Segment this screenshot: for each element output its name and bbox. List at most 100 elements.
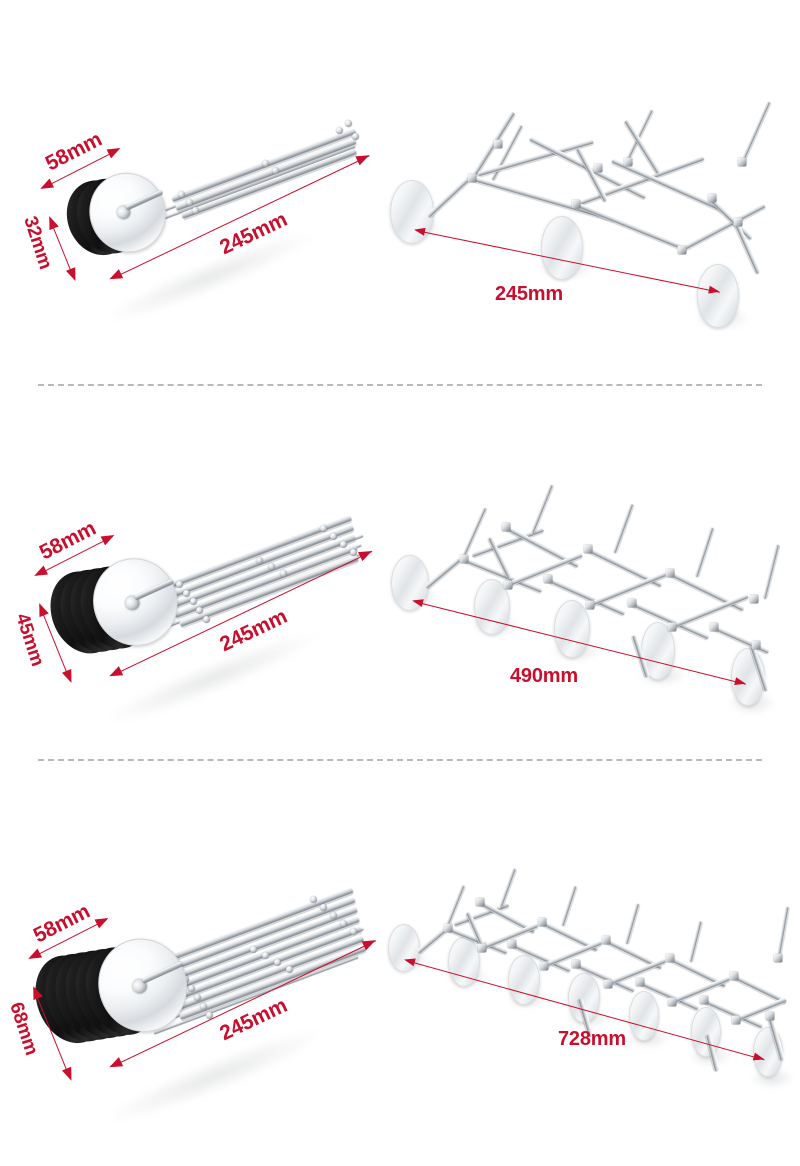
cutting-blade [554, 600, 590, 658]
pivot-joint [667, 997, 677, 1007]
pivot-joint [749, 594, 759, 604]
cutting-blade [629, 991, 659, 1041]
rivet [186, 199, 193, 206]
pivot-joint [539, 961, 549, 971]
rivet [320, 904, 327, 911]
pivot-joint [571, 199, 581, 209]
lattice-link [733, 221, 762, 275]
lattice-link [612, 503, 634, 554]
rivet [262, 952, 269, 959]
pivot-joint [537, 917, 547, 927]
lattice-link [575, 202, 687, 252]
pivot-joint [751, 640, 761, 650]
rivet [256, 557, 263, 564]
expanded-tool-5-wheel: 490mm [380, 385, 800, 760]
pivot-joint [601, 935, 611, 945]
pivot-joint [603, 979, 613, 989]
pivot-joint [475, 897, 485, 907]
expanded-tool-7-wheel: 728mm [380, 760, 800, 1166]
lattice-link [424, 557, 462, 590]
lattice-link [762, 544, 780, 600]
pivot-joint [665, 953, 675, 963]
rivet [310, 896, 317, 903]
lattice-link [776, 906, 789, 959]
rivet [350, 928, 357, 935]
rivet [206, 1012, 213, 1019]
pivot-joint [543, 574, 553, 584]
pivot-joint [665, 568, 675, 578]
rivet [350, 549, 357, 556]
section-divider [38, 384, 762, 386]
folded-tool-7-wheel: 58mm 68mm 245mm [0, 760, 400, 1166]
expanded-tool-3-wheel: 245mm [380, 0, 800, 385]
rivet [178, 191, 185, 198]
folded-tool-5-wheel: 58mm 45mm 245mm [0, 385, 400, 760]
cutting-blade [388, 924, 420, 972]
cutting-blade [541, 216, 583, 280]
lattice-link [688, 920, 703, 963]
rivet [340, 541, 347, 548]
pivot-joint [733, 217, 743, 227]
rivet [286, 966, 293, 973]
rivet [196, 607, 203, 614]
dimension-label-span-3: 245mm [495, 283, 563, 305]
section-divider [38, 759, 762, 761]
rivet [330, 533, 337, 540]
folded-tool-3-wheel: 58mm 32mm 245mm [0, 0, 400, 385]
pivot-joint [773, 953, 783, 963]
lattice-link [668, 571, 745, 612]
rivet [188, 985, 195, 992]
lattice-link [416, 927, 448, 955]
pivot-joint [707, 193, 717, 203]
rivet [250, 946, 257, 953]
dimension-label-span-7: 728mm [558, 1028, 626, 1050]
rivet [194, 994, 201, 1001]
pivot-joint [459, 554, 469, 564]
lattice-link [560, 885, 577, 927]
cutting-blade [691, 1007, 721, 1057]
variant-section-3-wheel: 58mm 32mm 245mm [0, 0, 800, 385]
lattice-link [740, 100, 771, 163]
rivet [190, 598, 197, 605]
rivet [268, 563, 275, 570]
dimension-label-height-5: 45mm [11, 610, 48, 669]
pivot-joint [507, 939, 517, 949]
pivot-joint [501, 522, 511, 532]
rivet [200, 1003, 207, 1010]
pivot-joint [627, 598, 637, 608]
pivot-joint [477, 943, 487, 953]
lattice-link [624, 903, 640, 945]
pivot-joint [493, 139, 503, 149]
pivot-joint [667, 622, 677, 632]
variant-section-5-wheel: 58mm 45mm 245mm [0, 385, 800, 760]
rivet [262, 160, 269, 167]
pivot-joint [737, 157, 747, 167]
pivot-joint [467, 173, 477, 183]
pivot-joint [731, 1015, 741, 1025]
pivot-joint [677, 245, 687, 255]
lattice-link [694, 526, 714, 578]
rivet [345, 120, 352, 127]
cutting-blade [697, 264, 739, 328]
rivet [320, 525, 327, 532]
pivot-joint [729, 971, 739, 981]
cutting-blade [508, 955, 540, 1005]
rivet [274, 959, 281, 966]
rivet [176, 581, 183, 588]
cutting-blade [391, 555, 429, 611]
rivet [280, 570, 287, 577]
pivot-joint [623, 157, 633, 167]
rivet [272, 167, 279, 174]
pivot-joint [571, 959, 581, 969]
pivot-joint [765, 1011, 775, 1021]
rivet [183, 590, 190, 597]
pivot-joint [635, 977, 645, 987]
cutting-blade [390, 180, 434, 244]
pivot-joint [585, 600, 595, 610]
lattice-link [733, 997, 787, 1023]
rivet [336, 127, 343, 134]
lattice-link [530, 484, 554, 534]
pivot-joint [503, 580, 513, 590]
rivet [203, 616, 210, 623]
variant-section-7-wheel: 58mm 68mm 245mm [0, 760, 800, 1166]
